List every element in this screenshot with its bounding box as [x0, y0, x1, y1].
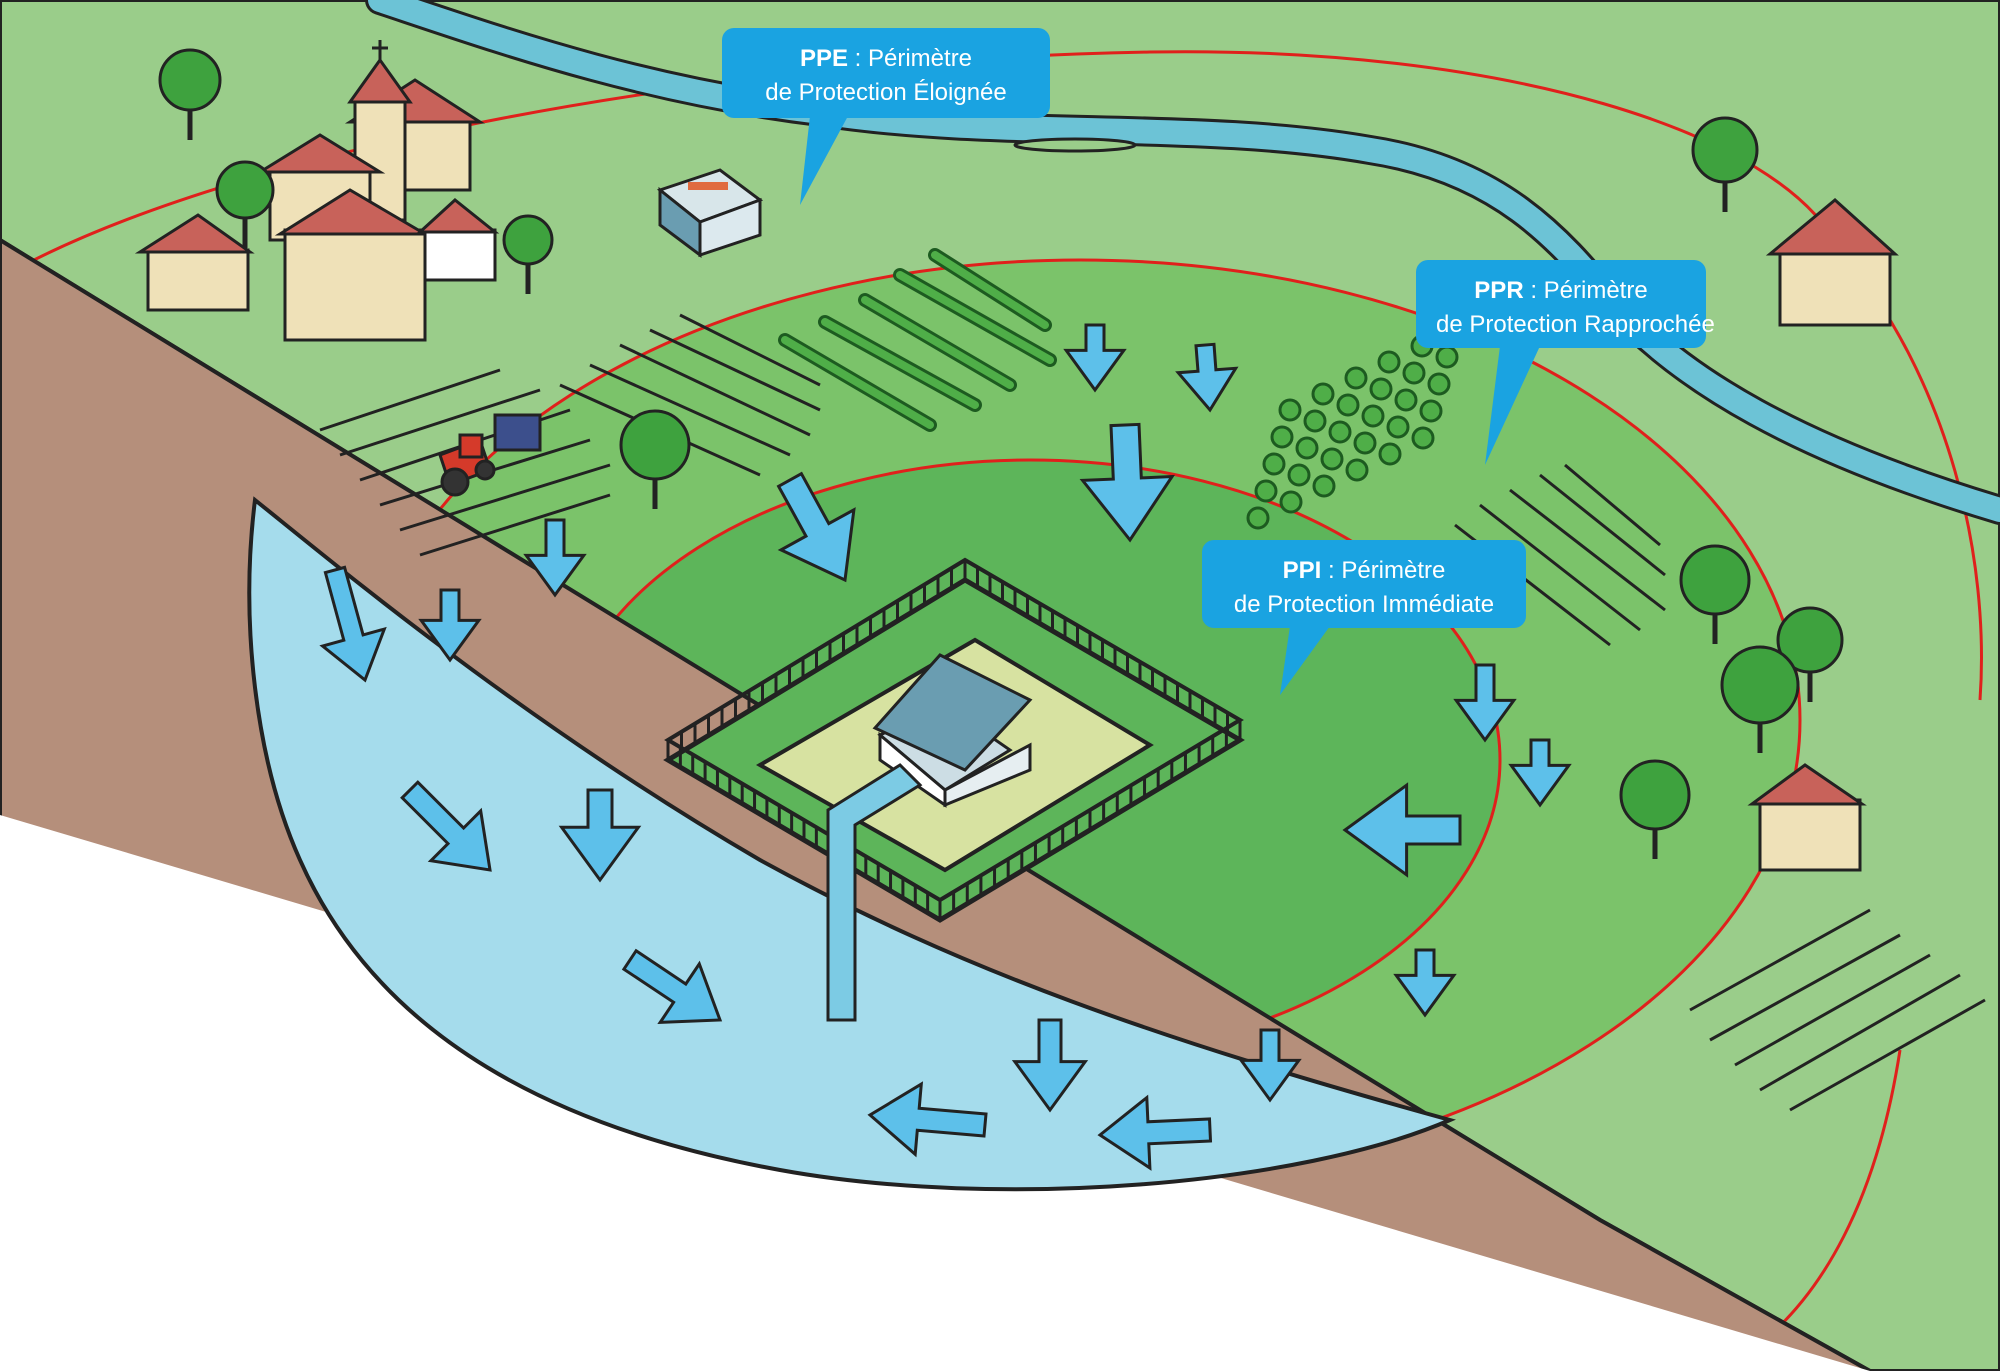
- cabbage: [1289, 465, 1309, 485]
- cabbage: [1248, 508, 1268, 528]
- callout-ppi-line2: de Protection Immédiate: [1222, 588, 1506, 622]
- cabbage: [1413, 428, 1433, 448]
- cabbage: [1322, 449, 1342, 469]
- cabbage: [1429, 374, 1449, 394]
- cabbage: [1363, 406, 1383, 426]
- cabbage: [1396, 390, 1416, 410]
- cabbage: [1297, 438, 1317, 458]
- cabbage: [1281, 492, 1301, 512]
- callout-ppe-line2: de Protection Éloignée: [742, 76, 1030, 110]
- river-island: [1015, 139, 1135, 151]
- callout-ppi: PPI : Périmètre de Protection Immédiate: [1202, 540, 1526, 628]
- cabbage: [1379, 352, 1399, 372]
- cabbage: [1338, 395, 1358, 415]
- cabbage: [1346, 368, 1366, 388]
- cabbage: [1330, 422, 1350, 442]
- cabbage: [1280, 400, 1300, 420]
- cabbage: [1347, 460, 1367, 480]
- cabbage: [1313, 384, 1333, 404]
- cabbage: [1264, 454, 1284, 474]
- callout-ppi-line1: : Périmètre: [1321, 557, 1445, 584]
- callout-ppr-line2: de Protection Rapprochée: [1436, 308, 1686, 342]
- cabbage: [1272, 427, 1292, 447]
- cabbage: [1314, 476, 1334, 496]
- cabbage: [1256, 481, 1276, 501]
- cabbage: [1388, 417, 1408, 437]
- callout-ppr-line1: : Périmètre: [1524, 277, 1648, 304]
- callout-ppe: PPE : Périmètre de Protection Éloignée: [722, 28, 1050, 118]
- cabbage: [1421, 401, 1441, 421]
- cabbage: [1404, 363, 1424, 383]
- callout-ppr-abbr: PPR: [1474, 277, 1523, 304]
- callout-ppe-abbr: PPE: [800, 45, 848, 72]
- callout-ppr: PPR : Périmètre de Protection Rapprochée: [1416, 260, 1706, 348]
- callout-ppe-line1: : Périmètre: [848, 45, 972, 72]
- cabbage: [1437, 347, 1457, 367]
- cabbage: [1371, 379, 1391, 399]
- callout-ppi-abbr: PPI: [1283, 557, 1322, 584]
- cabbage: [1380, 444, 1400, 464]
- cabbage: [1355, 433, 1375, 453]
- cabbage: [1305, 411, 1325, 431]
